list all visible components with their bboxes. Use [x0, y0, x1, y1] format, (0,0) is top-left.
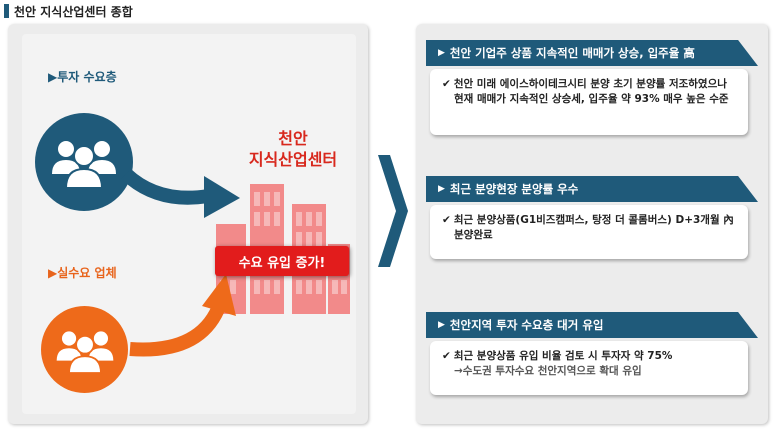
- people-group-icon: [52, 141, 116, 189]
- center-title-line1: 천안: [278, 129, 308, 148]
- check-icon: ✔: [442, 350, 451, 362]
- right-panel: ▶ 천안 기업주 상품 지속적인 매매가 상승, 입주율 高 ✔천안 미래 에이…: [416, 24, 768, 424]
- section-line: →수도권 투자수요 천안지역으로 확대 유입: [454, 365, 642, 377]
- section-line: 최근 분양상품(G1비즈캠퍼스, 탕정 더 콜롬버스) D+3개월 內: [453, 214, 734, 226]
- investor-label: ▶투자 수요층: [48, 70, 117, 84]
- section-body: ✔최근 분양상품(G1비즈캠퍼스, 탕정 더 콜롬버스) D+3개월 內 분양완…: [430, 205, 748, 259]
- check-icon: ✔: [442, 78, 451, 90]
- section-line: 최근 분양상품 유입 비율 검토 시 투자자 약 75%: [453, 350, 673, 362]
- section-header-text: 최근 분양현장 분양률 우수: [449, 182, 579, 196]
- section-header: ▶ 천안지역 투자 수요층 대거 유입: [426, 312, 758, 338]
- center-title-line2: 지식산업센터: [248, 150, 338, 169]
- left-panel: ▶투자 수요층 ▶실수요 업체 천안: [8, 24, 368, 424]
- increase-badge: 수요 유입 증가!: [215, 246, 349, 276]
- section-header-text: 천안지역 투자 수요층 대거 유입: [449, 318, 604, 332]
- play-triangle-icon: ▶: [438, 320, 445, 330]
- page-title-text: 천안 지식산업센터 종합: [14, 4, 133, 19]
- summary-section: ▶ 최근 분양현장 분양률 우수 ✔최근 분양상품(G1비즈캠퍼스, 탕정 더 …: [426, 176, 758, 259]
- section-header-text: 천안 기업주 상품 지속적인 매매가 상승, 입주율 高: [449, 46, 695, 60]
- check-icon: ✔: [442, 214, 451, 226]
- play-triangle-icon: ▶: [438, 184, 445, 194]
- chevron-right-icon: [378, 155, 408, 267]
- title-bar-marker: [4, 4, 9, 18]
- enduser-circle: [41, 306, 128, 393]
- investor-circle: [35, 113, 133, 211]
- section-line: 분양완료: [454, 229, 493, 241]
- section-body: ✔최근 분양상품 유입 비율 검토 시 투자자 약 75% →수도권 투자수요 …: [430, 341, 748, 395]
- enduser-label: ▶실수요 업체: [48, 266, 117, 280]
- people-group-icon: [56, 330, 113, 374]
- center-title: 천안 지식산업센터: [223, 128, 363, 170]
- section-body: ✔천안 미래 에이스하이테크시티 분양 초기 분양률 저조하였으나 현재 매매가…: [430, 69, 748, 135]
- section-line: 천안 미래 에이스하이테크시티 분양 초기 분양률 저조하였으나: [453, 78, 727, 90]
- section-line: 현재 매매가 지속적인 상승세, 입주율 약 93% 매우 높은 수준: [454, 93, 729, 105]
- section-header: ▶ 천안 기업주 상품 지속적인 매매가 상승, 입주율 高: [426, 40, 758, 66]
- section-header: ▶ 최근 분양현장 분양률 우수: [426, 176, 758, 202]
- curved-arrow-icon: [121, 168, 240, 357]
- page-title: 천안 지식산업센터 종합: [4, 2, 133, 20]
- summary-section: ▶ 천안지역 투자 수요층 대거 유입 ✔최근 분양상품 유입 비율 검토 시 …: [426, 312, 758, 395]
- summary-section: ▶ 천안 기업주 상품 지속적인 매매가 상승, 입주율 高 ✔천안 미래 에이…: [426, 40, 758, 135]
- play-triangle-icon: ▶: [438, 48, 445, 58]
